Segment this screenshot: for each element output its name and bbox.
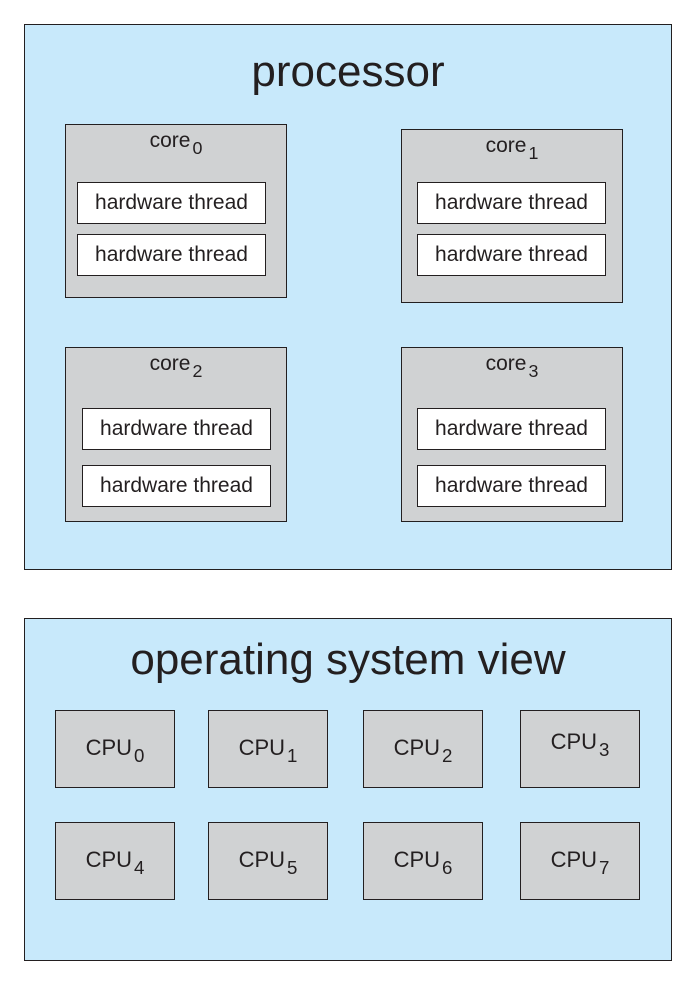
cpu-1-index: 1 bbox=[287, 745, 298, 767]
core-3-thread-1: hardware thread bbox=[417, 465, 606, 507]
core-2-thread-0: hardware thread bbox=[82, 408, 271, 450]
cpu-4-index: 4 bbox=[134, 857, 145, 879]
cpu-3-index: 3 bbox=[599, 739, 610, 761]
cpu-5-index: 5 bbox=[287, 857, 298, 879]
cpu-6-index: 6 bbox=[442, 857, 453, 879]
cpu-0-index: 0 bbox=[134, 745, 145, 767]
core-1-thread-1: hardware thread bbox=[417, 234, 606, 276]
core-0-index: 0 bbox=[192, 137, 203, 158]
core-3-index: 3 bbox=[528, 360, 539, 381]
cpu-7-index: 7 bbox=[599, 857, 610, 879]
core-1-thread-0: hardware thread bbox=[417, 182, 606, 224]
cpu-2-index: 2 bbox=[442, 745, 453, 767]
core-0-thread-0: hardware thread bbox=[77, 182, 266, 224]
core-2-index: 2 bbox=[192, 360, 203, 381]
os-view-title: operating system view bbox=[130, 635, 566, 684]
core-0-thread-1: hardware thread bbox=[77, 234, 266, 276]
core-1-index: 1 bbox=[528, 142, 539, 163]
core-3-thread-0: hardware thread bbox=[417, 408, 606, 450]
processor-title: processor bbox=[251, 47, 445, 96]
core-2-thread-1: hardware thread bbox=[82, 465, 271, 507]
